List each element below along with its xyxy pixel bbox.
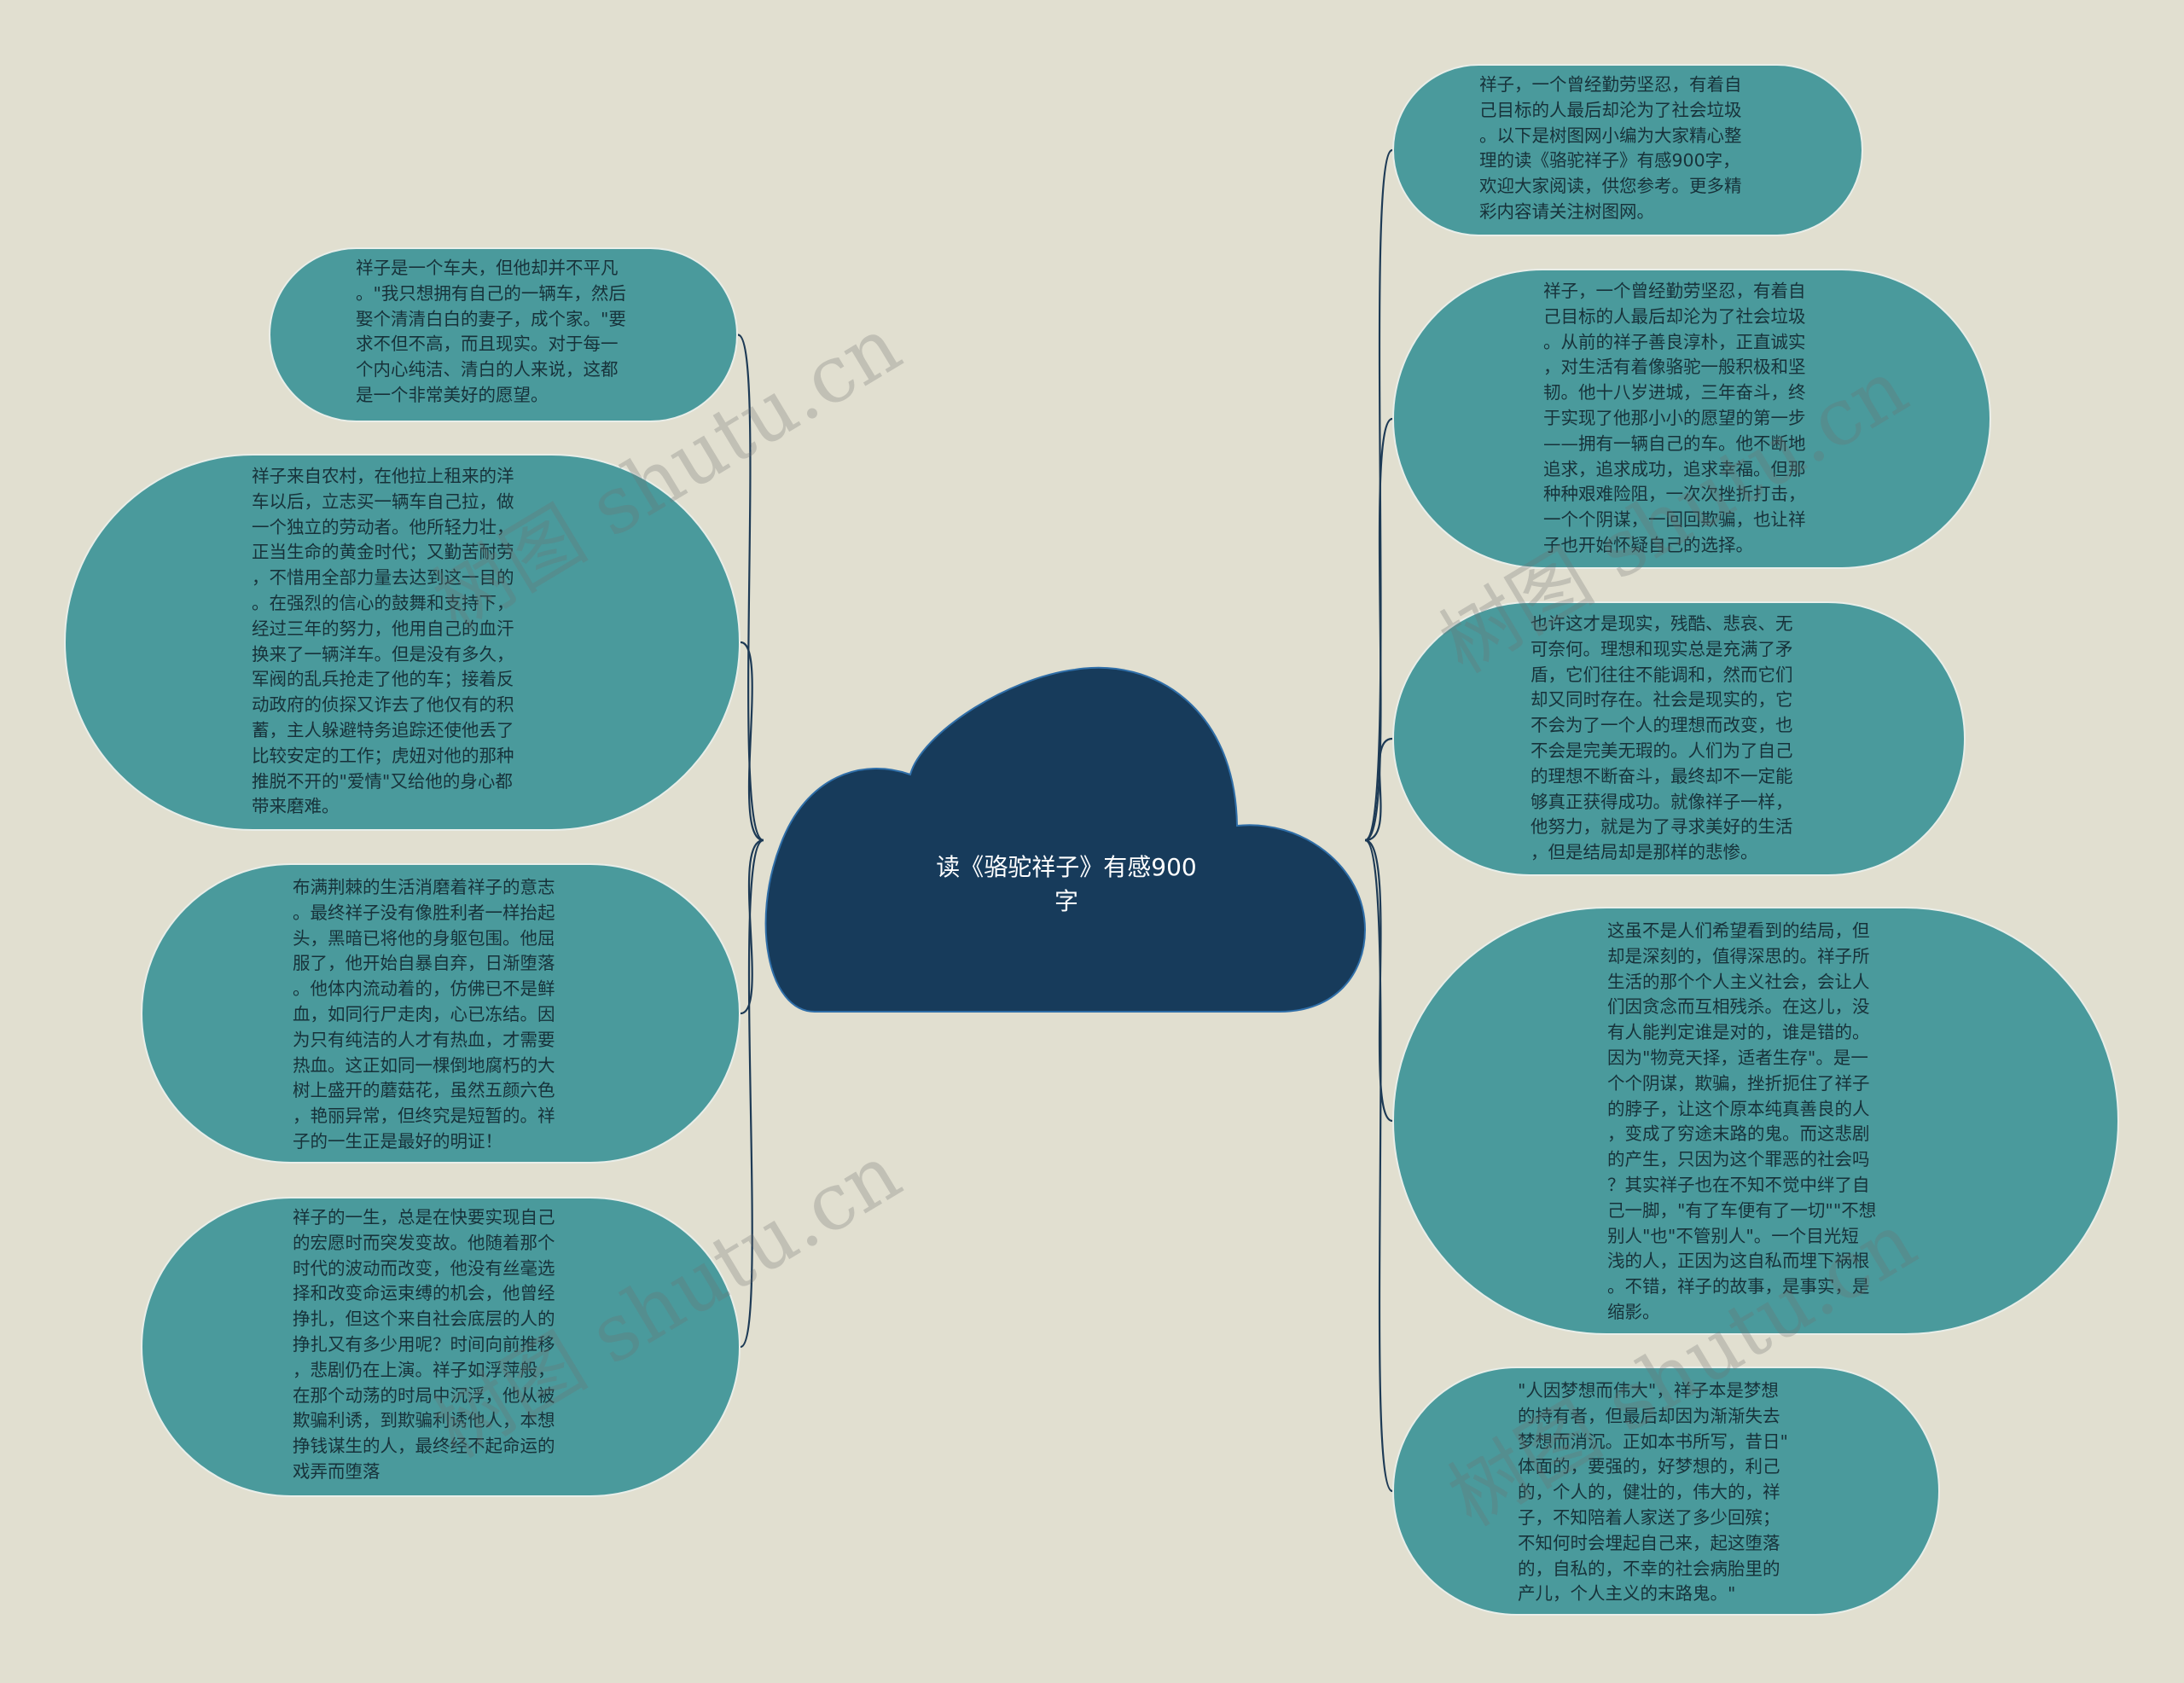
right-node-4-text: 这虽不是人们希望看到的结局，但 却是深刻的，值得深思的。祥子所 生活的那个个人主… (1607, 920, 1877, 1322)
left-node-3-connector (740, 839, 764, 1015)
right-node-2-connector (1364, 417, 1393, 842)
right-node-1-connector (1364, 148, 1393, 842)
left-node-1[interactable]: 祥子是一个车夫，但他却并不平凡 。"我只想拥有自己的一辆车，然后 娶个清清白白的… (269, 247, 738, 422)
right-node-5-connector (1364, 839, 1393, 1493)
right-node-1-text: 祥子，一个曾经勤劳坚忍，有着自 己目标的人最后却沦为了社会垃圾 。以下是树图网小… (1479, 74, 1742, 222)
left-node-1-text: 祥子是一个车夫，但他却并不平凡 。"我只想拥有自己的一辆车，然后 娶个清清白白的… (356, 258, 626, 405)
left-node-3[interactable]: 布满荆棘的生活消磨着祥子的意志 。最终祥子没有像胜利者一样抬起 头，黑暗已将他的… (141, 863, 741, 1164)
right-node-1[interactable]: 祥子，一个曾经勤劳坚忍，有着自 己目标的人最后却沦为了社会垃圾 。以下是树图网小… (1392, 64, 1863, 236)
right-node-5[interactable]: "人因梦想而伟大"，祥子本是梦想 的持有者，但最后却因为渐渐失去 梦想而消沉。正… (1392, 1367, 1940, 1616)
right-node-5-text: "人因梦想而伟大"，祥子本是梦想 的持有者，但最后却因为渐渐失去 梦想而消沉。正… (1518, 1380, 1788, 1605)
right-node-2[interactable]: 祥子，一个曾经勤劳坚忍，有着自 己目标的人最后却沦为了社会垃圾 。从前的祥子善良… (1392, 269, 1991, 569)
center-cloud-shape[interactable] (764, 666, 1367, 1013)
right-node-4-connector (1364, 839, 1393, 1123)
right-node-3[interactable]: 也许这才是现实，残酷、悲哀、无 可奈何。理想和现实总是充满了矛 盾，它们往往不能… (1392, 601, 1966, 876)
left-node-2-connector (740, 641, 764, 842)
left-node-2[interactable]: 祥子来自农村，在他拉上租来的洋 车以后，立志买一辆车自己拉，做 一个独立的劳动者… (64, 454, 741, 831)
right-node-2-text: 祥子，一个曾经勤劳坚忍，有着自 己目标的人最后却沦为了社会垃圾 。从前的祥子善良… (1543, 281, 1806, 555)
left-node-2-text: 祥子来自农村，在他拉上租来的洋 车以后，立志买一辆车自己拉，做 一个独立的劳动者… (252, 466, 514, 817)
left-node-1-connector (737, 334, 764, 842)
connector-lines (737, 148, 1393, 1493)
right-node-4[interactable]: 这虽不是人们希望看到的结局，但 却是深刻的，值得深思的。祥子所 生活的那个个人主… (1392, 907, 2119, 1335)
right-node-3-text: 也许这才是现实，残酷、悲哀、无 可奈何。理想和现实总是充满了矛 盾，它们往往不能… (1531, 613, 1793, 863)
left-node-4[interactable]: 祥子的一生，总是在快要实现自己 的宏愿时而突发变故。他随着那个 时代的波动而改变… (141, 1197, 741, 1497)
left-node-3-text: 布满荆棘的生活消磨着祥子的意志 。最终祥子没有像胜利者一样抬起 头，黑暗已将他的… (293, 877, 555, 1152)
right-node-3-connector (1364, 737, 1393, 842)
left-node-4-text: 祥子的一生，总是在快要实现自己 的宏愿时而突发变故。他随着那个 时代的波动而改变… (293, 1207, 555, 1482)
center-topic-title[interactable]: 读《骆驼祥子》有感900 字 (936, 853, 1197, 915)
left-node-4-connector (740, 839, 764, 1349)
